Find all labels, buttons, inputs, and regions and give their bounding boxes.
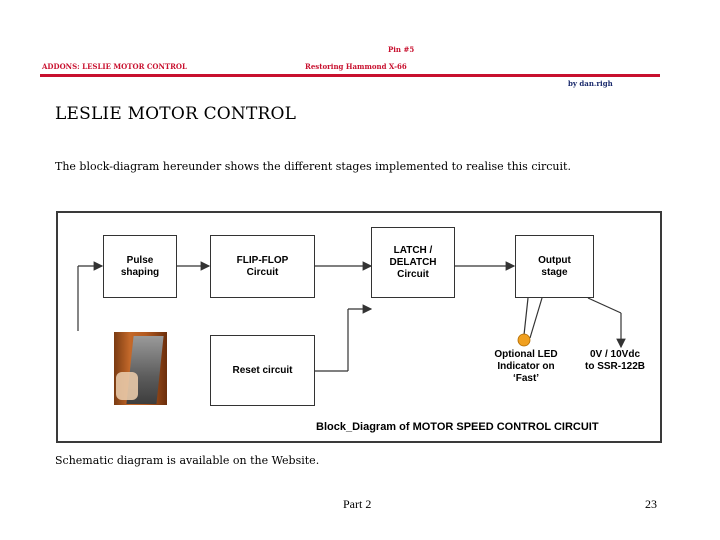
output-to-led-line-a xyxy=(523,297,529,336)
led-indicator-dot xyxy=(517,333,531,347)
page-title: LESLIE MOTOR CONTROL xyxy=(55,104,297,124)
intro-text: The block-diagram hereunder shows the di… xyxy=(55,160,571,173)
output-stage-block: Output stage xyxy=(515,235,594,298)
pulse-shaping-block: Pulse shaping xyxy=(103,235,177,298)
schematic-note: Schematic diagram is available on the We… xyxy=(55,454,320,467)
header-rule xyxy=(40,74,660,77)
block-diagram: Pulse shaping FLIP-FLOP Circuit LATCH / … xyxy=(56,211,662,443)
flip-flop-block: FLIP-FLOP Circuit xyxy=(210,235,315,298)
footer-page-number: 23 xyxy=(645,497,657,511)
leslie-switch-photo xyxy=(114,332,167,405)
led-indicator-label: Optional LED Indicator on ‘Fast’ xyxy=(494,349,558,384)
header-center-title: Restoring Hammond X-66 xyxy=(305,62,407,71)
reset-circuit-block: Reset circuit xyxy=(210,335,315,406)
diagram-caption: Block_Diagram of MOTOR SPEED CONTROL CIR… xyxy=(316,421,599,433)
output-to-led-line-b xyxy=(529,297,543,339)
ssr-output-label: 0V / 10Vdc to SSR-122B xyxy=(584,349,645,372)
header-left-title: ADDONS: LESLIE MOTOR CONTROL xyxy=(42,62,187,71)
footer-part: Part 2 xyxy=(343,497,372,511)
output-to-ssr-line-a xyxy=(587,297,622,314)
author-label: by dan.righ xyxy=(568,79,613,88)
pin-label: Pin #5 xyxy=(388,45,415,54)
latch-delatch-block: LATCH / DELATCH Circuit xyxy=(371,227,455,298)
diagram-connectors xyxy=(77,261,626,372)
